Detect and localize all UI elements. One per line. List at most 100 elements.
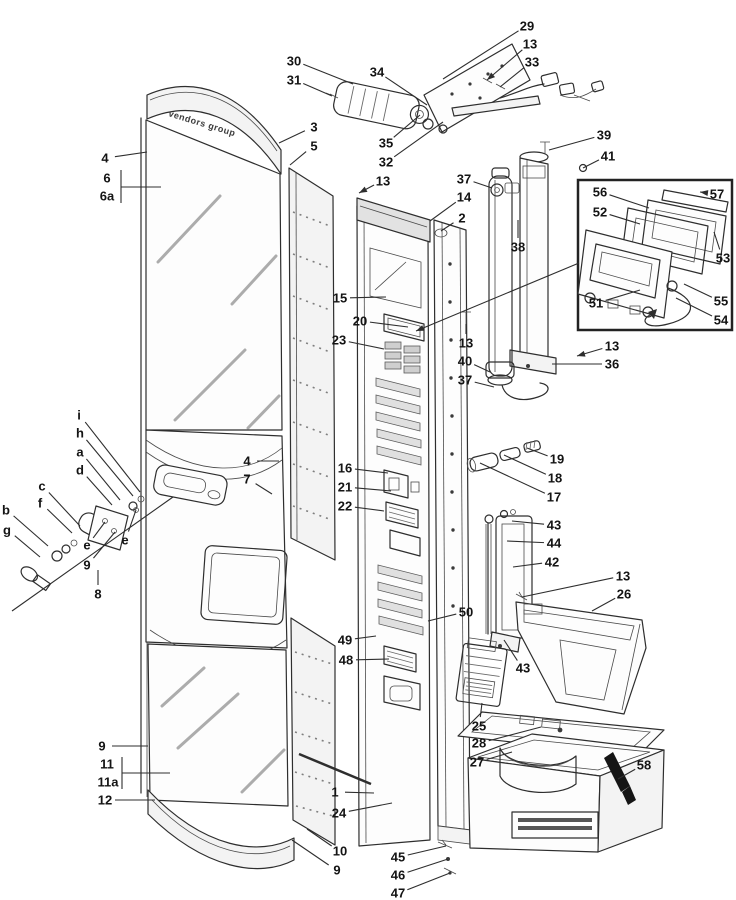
callout-21: 21 <box>337 479 353 495</box>
display-detail-inset <box>576 178 734 332</box>
leader-line <box>486 751 513 761</box>
leader-line <box>512 562 543 568</box>
leader-line <box>393 121 444 158</box>
leader-line <box>385 76 428 106</box>
callout-51: 51 <box>588 295 604 311</box>
leader-line <box>609 194 650 209</box>
callout-43: 43 <box>515 660 531 676</box>
leader-line <box>255 483 273 495</box>
leader-line <box>306 828 332 847</box>
leader-line <box>503 454 547 475</box>
frame-screw-holes <box>448 262 455 608</box>
callout-44: 44 <box>546 535 562 551</box>
leader-line <box>14 535 41 558</box>
callout-37: 37 <box>456 171 472 187</box>
callout-36: 36 <box>604 356 620 372</box>
leader-line <box>302 82 333 97</box>
leader-line <box>354 635 377 640</box>
leader-line <box>521 577 614 598</box>
leader-arrowhead <box>487 72 496 80</box>
leader-line <box>429 201 457 222</box>
leader-line <box>354 487 392 492</box>
callout-3: 3 <box>310 119 318 135</box>
leader-line <box>407 845 447 856</box>
top-hinge-assembly <box>325 43 605 134</box>
leader-line <box>479 462 546 494</box>
leader-line <box>93 531 116 559</box>
leader-line <box>348 802 393 812</box>
callout-53: 53 <box>715 250 731 266</box>
callout-46: 46 <box>390 867 406 883</box>
callout-55: 55 <box>713 293 729 309</box>
leader-line <box>499 67 525 88</box>
callout-6: 6 <box>103 170 111 186</box>
callout-27: 27 <box>469 754 485 770</box>
leader-arrowhead <box>700 190 709 197</box>
leader-line <box>440 222 454 232</box>
callout-50: 50 <box>458 604 474 620</box>
gas-spring <box>461 167 549 401</box>
leader-line <box>591 597 616 612</box>
callout-31: 31 <box>286 72 302 88</box>
callout-h: h <box>76 425 84 441</box>
leader-line <box>344 791 375 794</box>
leader-line <box>114 151 148 158</box>
leader-line <box>511 520 545 525</box>
security-pen <box>604 752 636 805</box>
callout-37: 37 <box>457 372 473 388</box>
leader-line <box>474 381 495 388</box>
door-frame-column <box>433 219 471 845</box>
callout-11a: 11a <box>97 774 119 790</box>
leader-line <box>407 858 449 873</box>
callout-9: 9 <box>83 557 91 573</box>
control-panel-strip <box>356 197 431 847</box>
callout-e: e <box>121 532 129 548</box>
callout-5: 5 <box>310 138 318 154</box>
leader-line <box>473 364 491 373</box>
callout-11: 11 <box>100 756 114 772</box>
leader-line <box>48 492 81 527</box>
callout-i: i <box>77 407 81 423</box>
leader-line <box>415 262 580 332</box>
leader-line <box>349 296 387 299</box>
callout-43: 43 <box>546 517 562 533</box>
callout-c: c <box>38 478 46 494</box>
callout-13: 13 <box>375 173 391 189</box>
callout-13: 13 <box>522 36 538 52</box>
keypad-buttons <box>384 341 421 374</box>
leader-line <box>503 639 518 661</box>
leader-line <box>291 839 329 866</box>
callout-a: a <box>76 444 84 460</box>
leader-line <box>582 159 600 169</box>
leader-line <box>713 231 721 250</box>
leader-line <box>355 658 390 661</box>
lock-assembly <box>20 495 145 592</box>
callout-f: f <box>37 495 43 511</box>
slide-rail <box>509 141 588 375</box>
callout-18: 18 <box>547 470 563 486</box>
callout-47: 47 <box>390 885 406 900</box>
callout-7: 7 <box>243 471 251 487</box>
leader-line <box>548 136 595 151</box>
callout-24: 24 <box>331 805 347 821</box>
callout-29: 29 <box>519 18 535 34</box>
callout-17: 17 <box>546 489 562 505</box>
leader-line <box>298 752 372 786</box>
callout-8: 8 <box>94 586 102 602</box>
callout-56: 56 <box>592 184 608 200</box>
leader-line <box>407 872 451 891</box>
callout-33: 33 <box>524 54 540 70</box>
callout-9: 9 <box>98 738 106 754</box>
leader-line <box>278 130 306 144</box>
leader-line <box>84 421 141 493</box>
callout-b: b <box>2 502 10 518</box>
leader-arrowhead <box>359 186 368 193</box>
callout-13: 13 <box>458 335 474 351</box>
callout-39: 39 <box>596 127 612 143</box>
callout-35: 35 <box>378 135 394 151</box>
leader-line <box>354 468 389 474</box>
callout-13: 13 <box>604 338 620 354</box>
callout-41: 41 <box>600 148 616 164</box>
